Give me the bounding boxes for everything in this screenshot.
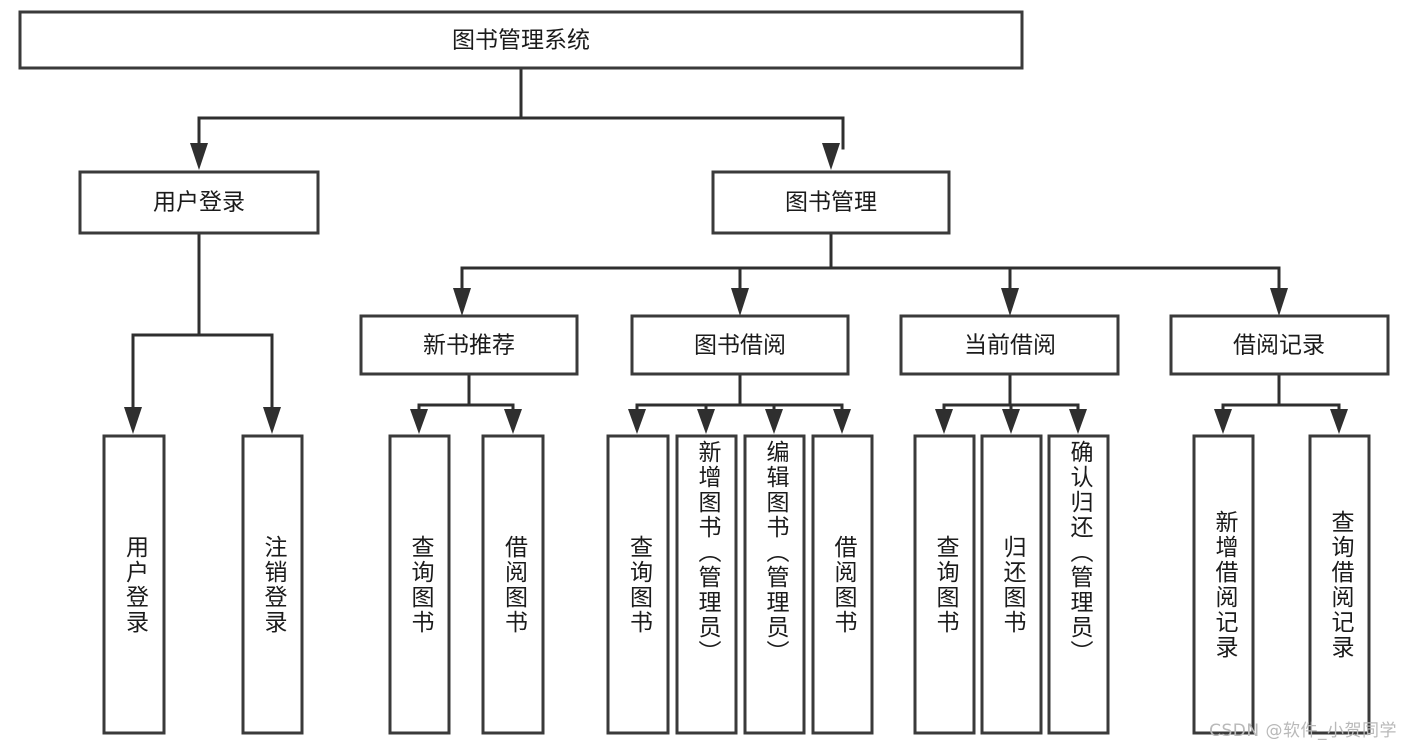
edge-new-book-recommend-branch [417,372,515,416]
arrow-to-leaf-user-login [124,407,142,434]
node-leaf-confirm-return[interactable] [1047,434,1110,735]
node-leaf-edit-book[interactable] [743,434,806,735]
node-current-borrow-label: 当前借阅 [964,333,1056,359]
edge-user-login-branch [131,231,274,414]
node-book-borrow-label: 图书借阅 [694,333,786,359]
node-leaf-borrow-book-2[interactable] [811,434,874,735]
node-leaf-add-record[interactable] [1192,434,1255,735]
node-leaf-query-book-3[interactable] [913,434,976,735]
arrow-to-leaf-edit-book [765,409,783,434]
arrow-to-leaf-add-book [697,409,715,434]
arrow-to-leaf-confirm-return [1069,409,1087,434]
node-leaf-user-login[interactable] [102,434,166,735]
node-leaf-query-book-2[interactable] [606,434,670,735]
arrow-to-book-management [822,143,840,170]
node-leaf-query-book-1[interactable] [388,434,451,735]
node-current-borrow[interactable]: 当前借阅 [899,314,1120,376]
arrow-to-borrow-record [1270,288,1288,316]
arrow-to-leaf-logout-login [263,407,281,434]
node-user-login[interactable]: 用户登录 [78,170,320,235]
edge-book-borrow-branch [635,372,844,416]
node-borrow-record-label: 借阅记录 [1233,333,1325,359]
arrow-to-new-book-recommend [453,288,471,316]
edge-root-trunk [197,66,845,150]
arrow-to-leaf-query-book-1 [410,409,428,434]
arrow-to-leaf-add-record [1214,409,1232,434]
arrow-to-leaf-query-book-2 [628,409,646,434]
node-book-management[interactable]: 图书管理 [711,170,951,235]
node-root[interactable]: 图书管理系统 [18,10,1024,70]
arrow-to-leaf-borrow-book-1 [504,409,522,434]
node-new-book-recommend[interactable]: 新书推荐 [359,314,579,376]
node-root-label: 图书管理系统 [452,28,590,54]
arrow-to-book-borrow [731,288,749,316]
node-leaf-logout-login[interactable] [241,434,304,735]
arrow-to-leaf-borrow-book-2 [833,409,851,434]
node-leaf-query-record[interactable] [1308,434,1371,735]
node-user-login-label: 用户登录 [153,190,245,216]
node-book-borrow[interactable]: 图书借阅 [630,314,850,376]
arrow-to-leaf-query-book-3 [935,409,953,434]
node-borrow-record[interactable]: 借阅记录 [1169,314,1390,376]
edge-current-borrow-branch [942,372,1080,416]
arrow-to-current-borrow [1001,288,1019,316]
node-leaf-borrow-book-1[interactable] [481,434,545,735]
node-leaf-add-book[interactable] [675,434,738,735]
node-new-book-recommend-label: 新书推荐 [423,333,515,359]
node-leaf-return-book[interactable] [980,434,1043,735]
arrow-to-leaf-return-book [1002,409,1020,434]
node-book-management-label: 图书管理 [785,190,877,216]
edge-book-management-branch [460,231,1281,294]
arrow-to-user-login [190,143,208,170]
watermark-text: CSDN @软件_小贺同学 [1209,721,1397,741]
arrow-to-leaf-query-record [1330,409,1348,434]
edge-borrow-record-branch [1221,372,1341,416]
